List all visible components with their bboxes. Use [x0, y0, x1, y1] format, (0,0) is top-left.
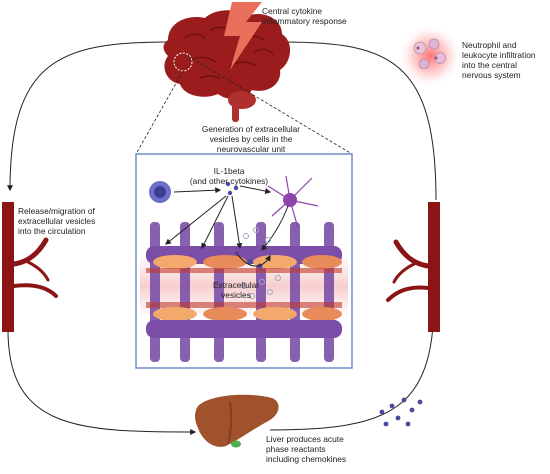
arrow-brain-to-left: [7, 41, 169, 192]
projection-lines: [135, 55, 353, 155]
il1beta-label: IL-1beta (and other cytokines): [189, 166, 269, 186]
neutrophil-cluster: [398, 24, 462, 88]
ev-generation-label: Generation of extracellular vesicles by …: [201, 124, 301, 154]
arrow-right-to-brain: [280, 39, 437, 201]
neurovascular-inset: [135, 153, 353, 369]
cycle-arrows: [7, 39, 437, 435]
chemokine-particles: [379, 397, 423, 427]
lightning-icon: [224, 2, 262, 70]
liver-reactants-label: Liver produces acute phase reactants inc…: [266, 434, 347, 464]
arrow-liver-to-right: [269, 298, 437, 431]
release-migration-label: Release/migration of extracellular vesic…: [18, 206, 96, 236]
central-response-label: Central cytokine inflammatory response: [262, 6, 347, 26]
right-blood-vessel: [386, 202, 440, 332]
left-blood-vessel: [2, 202, 58, 332]
arrow-left-to-liver: [7, 329, 197, 435]
neutrophil-infiltration-label: Neutrophil and leukocyte infiltration in…: [462, 40, 536, 80]
liver-illustration: [195, 394, 279, 448]
extracellular-vesicles-label: Extracellular vesicles: [212, 280, 260, 300]
